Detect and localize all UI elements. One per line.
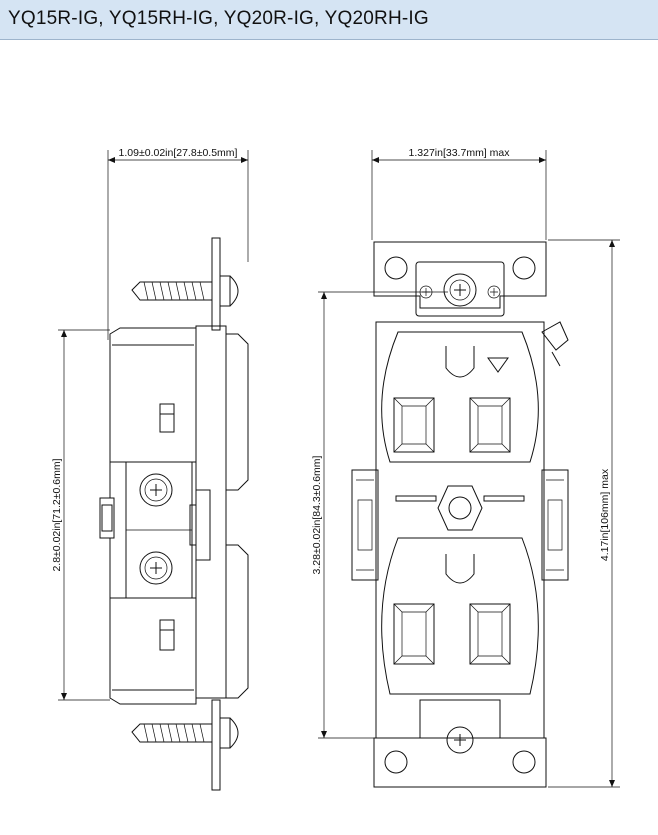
title-bar: YQ15R-IG, YQ15RH-IG, YQ20R-IG, YQ20RH-IG xyxy=(0,0,658,40)
mounting-strap-side xyxy=(195,325,227,699)
ground-screw-icon xyxy=(446,726,474,754)
upper-hot-slot xyxy=(469,397,511,453)
left-side-terminal xyxy=(351,469,379,581)
top-mounting-ear xyxy=(373,241,547,309)
lower-outlet-face xyxy=(381,537,539,695)
upper-neutral-slot xyxy=(393,397,435,453)
upper-outlet-face xyxy=(381,331,539,463)
front-body-height-label: 3.28±0.02in[84.3±0.6mm] xyxy=(311,455,323,574)
right-side-terminal xyxy=(541,469,569,581)
terminal-screw-lower xyxy=(139,551,173,585)
center-screw-boss xyxy=(437,485,483,531)
bottom-left-ear-hole xyxy=(384,750,408,774)
receptacle-dimension-drawing: 1.09±0.02in[27.8±0.5mm] 2.8±0.02in[71.2±… xyxy=(51,147,620,791)
front-overall-height-label: 4.17in[106mm] max xyxy=(599,468,611,561)
terminal-screw-upper xyxy=(139,473,173,507)
bottom-mounting-screw-side xyxy=(131,717,239,749)
side-housing xyxy=(109,327,197,705)
upper-ground-slot xyxy=(445,346,475,378)
triangle-mark-icon xyxy=(487,357,509,373)
front-view: 1.327in[33.7mm] max 3.28±0.02in[84.3±0.6… xyxy=(311,147,620,788)
front-width-label: 1.327in[33.7mm] max xyxy=(409,147,511,159)
top-right-ear-hole xyxy=(512,256,536,280)
bottom-mounting-ear xyxy=(373,737,547,788)
top-mounting-screw-front xyxy=(443,273,477,307)
top-left-ear-hole xyxy=(384,256,408,280)
lower-hot-slot xyxy=(469,603,511,665)
center-screw-icon xyxy=(448,496,472,520)
top-mounting-screw-side xyxy=(131,275,239,307)
ground-clip-icon xyxy=(541,321,569,367)
lower-neutral-slot xyxy=(393,603,435,665)
bottom-right-ear-hole xyxy=(512,750,536,774)
side-height-label: 2.8±0.02in[71.2±0.6mm] xyxy=(51,458,63,571)
lower-ground-slot xyxy=(445,554,475,584)
side-view: 1.09±0.02in[27.8±0.5mm] 2.8±0.02in[71.2±… xyxy=(51,147,249,791)
model-title: YQ15R-IG, YQ15RH-IG, YQ20R-IG, YQ20RH-IG xyxy=(8,8,429,29)
side-width-label: 1.09±0.02in[27.8±0.5mm] xyxy=(119,147,238,159)
